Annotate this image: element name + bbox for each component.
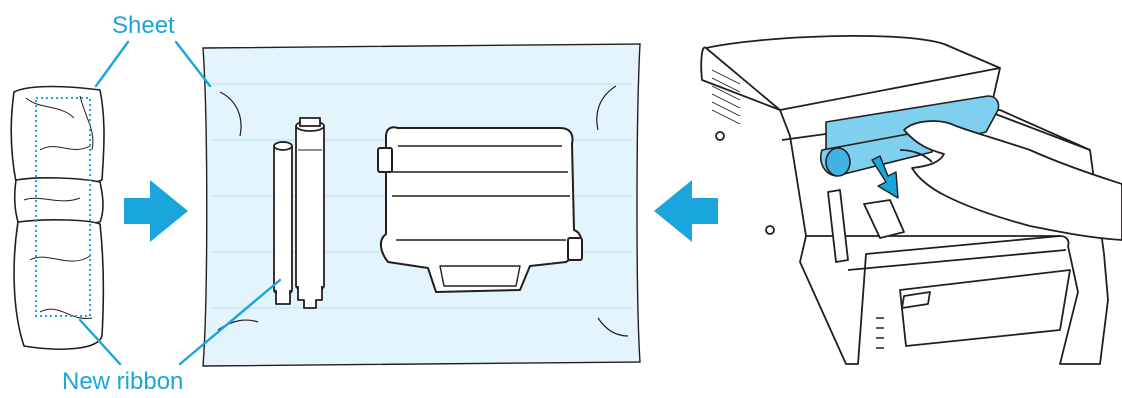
arrow-right-icon (124, 180, 188, 242)
ribbon-roll (274, 118, 324, 308)
new-ribbon-label: New ribbon (62, 370, 183, 394)
sheet-leader-left (96, 42, 128, 86)
sheet-label: Sheet (112, 14, 175, 38)
arrow-left-icon (654, 180, 718, 242)
